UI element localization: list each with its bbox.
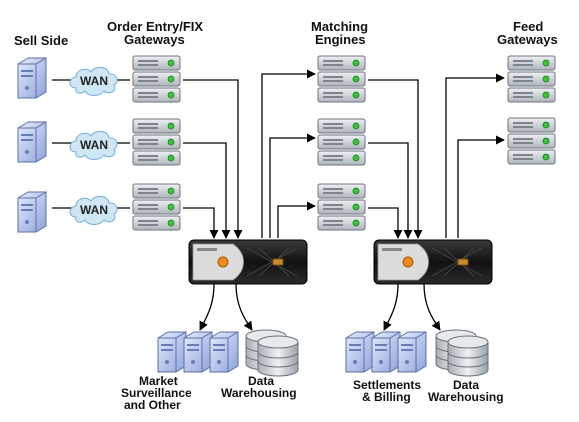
wan-cloud-1: WAN: [69, 66, 118, 96]
feed-gateway-stack-1: [508, 56, 555, 102]
arrow-gw3-router1: [183, 207, 219, 239]
feed-gateway-stack-2: [508, 118, 555, 164]
arrow-router2-feed2: [457, 135, 505, 238]
matching-engine-stack-3: [318, 184, 365, 230]
header-feed-line2: Gateways: [497, 32, 558, 47]
sell-side-workstation-3: [17, 191, 47, 233]
arrow-router1-me1: [261, 69, 316, 238]
settlements-workstations: [345, 331, 427, 373]
arrow-router1-warehouse1: [235, 283, 253, 331]
wan-label-2: WAN: [80, 138, 108, 152]
matching-engine-stack-1: [318, 56, 365, 102]
arrow-me1-router2: [368, 79, 423, 239]
network-appliance-1: [188, 239, 308, 285]
header-gateways-line2: Gateways: [124, 32, 185, 47]
label-market-line2: Surveillance: [121, 386, 192, 400]
sell-side-workstation-1: [17, 57, 47, 99]
arrow-gw2-router1: [183, 142, 231, 239]
arrow-router1-me2: [269, 133, 316, 238]
label-dw2-line1: Data: [453, 378, 479, 392]
label-market-line1: Market: [139, 374, 178, 388]
wan-label-1: WAN: [80, 74, 108, 88]
label-settle-line1: Settlements: [353, 378, 421, 392]
wan-label-3: WAN: [80, 203, 108, 217]
data-warehouse-2: [435, 329, 489, 377]
arrow-router2-feed1: [445, 73, 505, 238]
header-sell-side: Sell Side: [14, 33, 68, 48]
network-appliance-2: [373, 239, 493, 285]
header-feed-line1: Feed: [513, 19, 543, 34]
arrow-router1-me3: [277, 201, 316, 238]
gateway-server-stack-2: [133, 119, 180, 165]
arrow-router2-settlements: [383, 283, 399, 331]
label-dw1-line1: Data: [248, 374, 274, 388]
header-matching-line1: Matching: [311, 19, 368, 34]
label-dw2-line2: Warehousing: [428, 390, 504, 404]
connector-lines: [52, 69, 505, 331]
arrow-me3-router2: [368, 207, 403, 239]
gateway-server-stack-3: [133, 184, 180, 230]
matching-engine-stack-2: [318, 119, 365, 165]
arrow-me2-router2: [368, 142, 413, 239]
header-gateways-line1: Order Entry/FIX: [107, 19, 203, 34]
label-market-line3: and Other: [124, 398, 181, 412]
label-dw1-line2: Warehousing: [221, 386, 297, 400]
arrow-gw1-router1: [183, 79, 243, 239]
wan-cloud-2: WAN: [69, 130, 118, 160]
sell-side-workstation-2: [17, 121, 47, 163]
surveillance-workstations: [157, 331, 239, 373]
data-warehouse-1: [245, 329, 299, 377]
header-matching-line2: Engines: [315, 32, 366, 47]
wan-cloud-3: WAN: [69, 195, 118, 225]
label-settle-line2: & Billing: [362, 390, 411, 404]
arrow-router2-warehouse2: [423, 283, 441, 331]
arrow-router1-surveillance: [199, 283, 215, 331]
gateway-server-stack-1: [133, 56, 180, 102]
